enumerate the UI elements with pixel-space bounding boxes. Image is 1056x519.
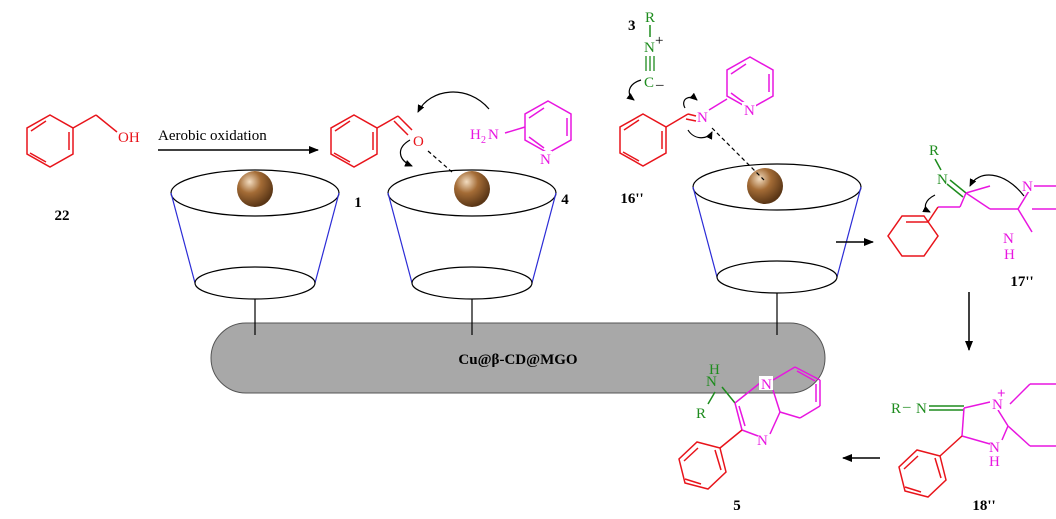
compound-1-label: 1 — [354, 195, 362, 211]
oxidation-arrow-label: Aerobic oxidation — [158, 128, 267, 144]
c5-amine-h-label: H — [709, 362, 720, 378]
copper-nanoparticle-3 — [747, 168, 783, 204]
imine-pyridine-n-label: N — [744, 103, 755, 119]
coordination-bond-2 — [711, 127, 765, 181]
curved-arrow-imine-2 — [687, 129, 713, 140]
hydroxyl-label: OH — [118, 130, 140, 146]
compound-5: N H R N N 5 — [678, 362, 821, 514]
support-label: Cu@β-CD@MGO — [458, 352, 577, 368]
curved-arrow-amine-attack — [417, 91, 490, 113]
curved-arrow-carbonyl — [399, 139, 413, 167]
imine-nitrogen-label: N — [697, 110, 708, 126]
c5-imidazole-n-label: N — [757, 433, 768, 449]
cyclodextrin-cup-1 — [170, 169, 340, 335]
isocyanide-minus-label: – — [655, 77, 664, 93]
curved-arrow-cyclization-2 — [969, 174, 1025, 197]
compound-1: O 1 — [330, 114, 424, 211]
copper-nanoparticle-1 — [237, 171, 273, 207]
isocyanide-c-label: C — [644, 75, 654, 91]
c5-amine-n-label: N — [706, 374, 717, 390]
c18-r-label: R — [891, 401, 901, 417]
c5-r-label: R — [696, 406, 706, 422]
compound-16-label: 16'' — [620, 191, 643, 207]
compound-22: OH 22 — [26, 114, 140, 224]
amine-nitrogen-label: N — [488, 127, 499, 143]
compound-3: 3 R N + C – — [628, 10, 664, 93]
compound-4-label: 4 — [561, 192, 569, 208]
amine-subscript-label: 2 — [481, 135, 486, 146]
compound-3-label: 3 — [628, 18, 636, 34]
c17-n-label: N — [937, 172, 948, 188]
compound-18-label: 18'' — [972, 498, 995, 514]
c17-r-label: R — [929, 143, 939, 159]
c18-dash-label: – — [902, 399, 911, 415]
curved-arrow-isocyanide — [626, 79, 642, 101]
compound-16: N N 16'' — [619, 56, 774, 207]
c5-ring-n-label: N — [761, 377, 772, 393]
compound-17: R N N N H 17'' — [887, 143, 1056, 290]
c18-nh-h-label: H — [989, 454, 1000, 470]
support-platform: Cu@β-CD@MGO — [210, 322, 826, 394]
c18-nh-n-label: N — [989, 440, 1000, 456]
compound-4: N H 2 N 4 — [470, 100, 572, 208]
oxidation-arrow: Aerobic oxidation — [158, 128, 319, 154]
c18-n-label: N — [916, 401, 927, 417]
pyridine-nitrogen-label: N — [540, 152, 551, 168]
coordination-bond-1 — [427, 150, 453, 173]
c18-ring-n-label: N — [992, 397, 1003, 413]
c18-plus-label: + — [997, 386, 1006, 402]
cyclodextrin-cup-2 — [387, 169, 557, 335]
c17-nh-n-label: N — [1003, 231, 1014, 247]
isocyanide-n-label: N — [644, 40, 655, 56]
curved-arrow-imine — [683, 92, 698, 109]
compound-18: R – N N + N H 18'' — [891, 383, 1056, 514]
amine-hydrogen-label: H — [470, 127, 481, 143]
c17-ring-n-label: N — [1022, 179, 1033, 195]
compound-5-label: 5 — [733, 498, 741, 514]
curved-arrow-cyclization-1 — [922, 194, 936, 213]
isocyanide-plus-label: + — [655, 33, 663, 49]
compound-17-label: 17'' — [1010, 274, 1033, 290]
carbonyl-oxygen-label: O — [413, 134, 424, 150]
isocyanide-r-label: R — [645, 10, 655, 26]
cyclodextrin-cup-3 — [692, 163, 862, 335]
copper-nanoparticle-2 — [454, 171, 490, 207]
c17-nh-h-label: H — [1004, 247, 1015, 263]
compound-22-label: 22 — [55, 208, 70, 224]
